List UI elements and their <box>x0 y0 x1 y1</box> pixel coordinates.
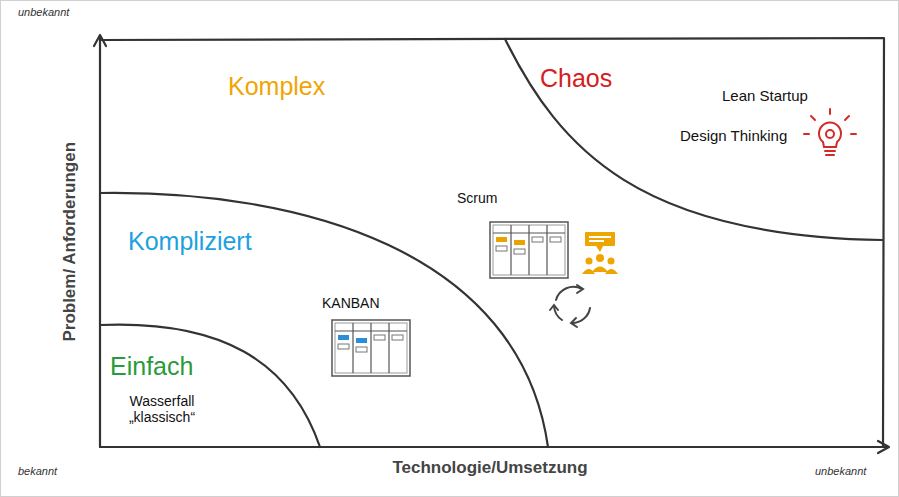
method-label: Wasserfall „klassisch“ <box>112 393 212 425</box>
method-label: Scrum <box>457 190 497 206</box>
zone-label: Kompliziert <box>128 227 252 256</box>
y-axis <box>99 36 101 447</box>
x-axis <box>100 446 888 448</box>
scrum-board-icon <box>490 222 568 278</box>
axis-end-label: bekannt <box>18 465 57 478</box>
kanban-board-icon <box>332 320 410 376</box>
axis-title: Technologie/Umsetzung <box>392 458 587 478</box>
team-icon <box>582 232 618 274</box>
cycle-icon <box>550 285 590 327</box>
zone-label: Einfach <box>110 352 193 381</box>
axis-end-label: unbekannt <box>18 6 69 19</box>
zone-label: Chaos <box>540 64 612 93</box>
method-label: Lean Startup <box>722 87 808 104</box>
lightbulb-icon <box>804 109 856 155</box>
method-label: KANBAN <box>322 295 380 311</box>
matrix-frame <box>100 38 884 447</box>
zone-boundary <box>100 325 320 447</box>
zone-boundary <box>505 39 882 240</box>
zone-label: Komplex <box>228 72 325 101</box>
method-label: Design Thinking <box>680 127 787 144</box>
axis-end-label: unbekannt <box>815 465 866 478</box>
axis-title: Problem/ Anforderungen <box>60 142 80 342</box>
zone-boundary <box>100 193 548 447</box>
